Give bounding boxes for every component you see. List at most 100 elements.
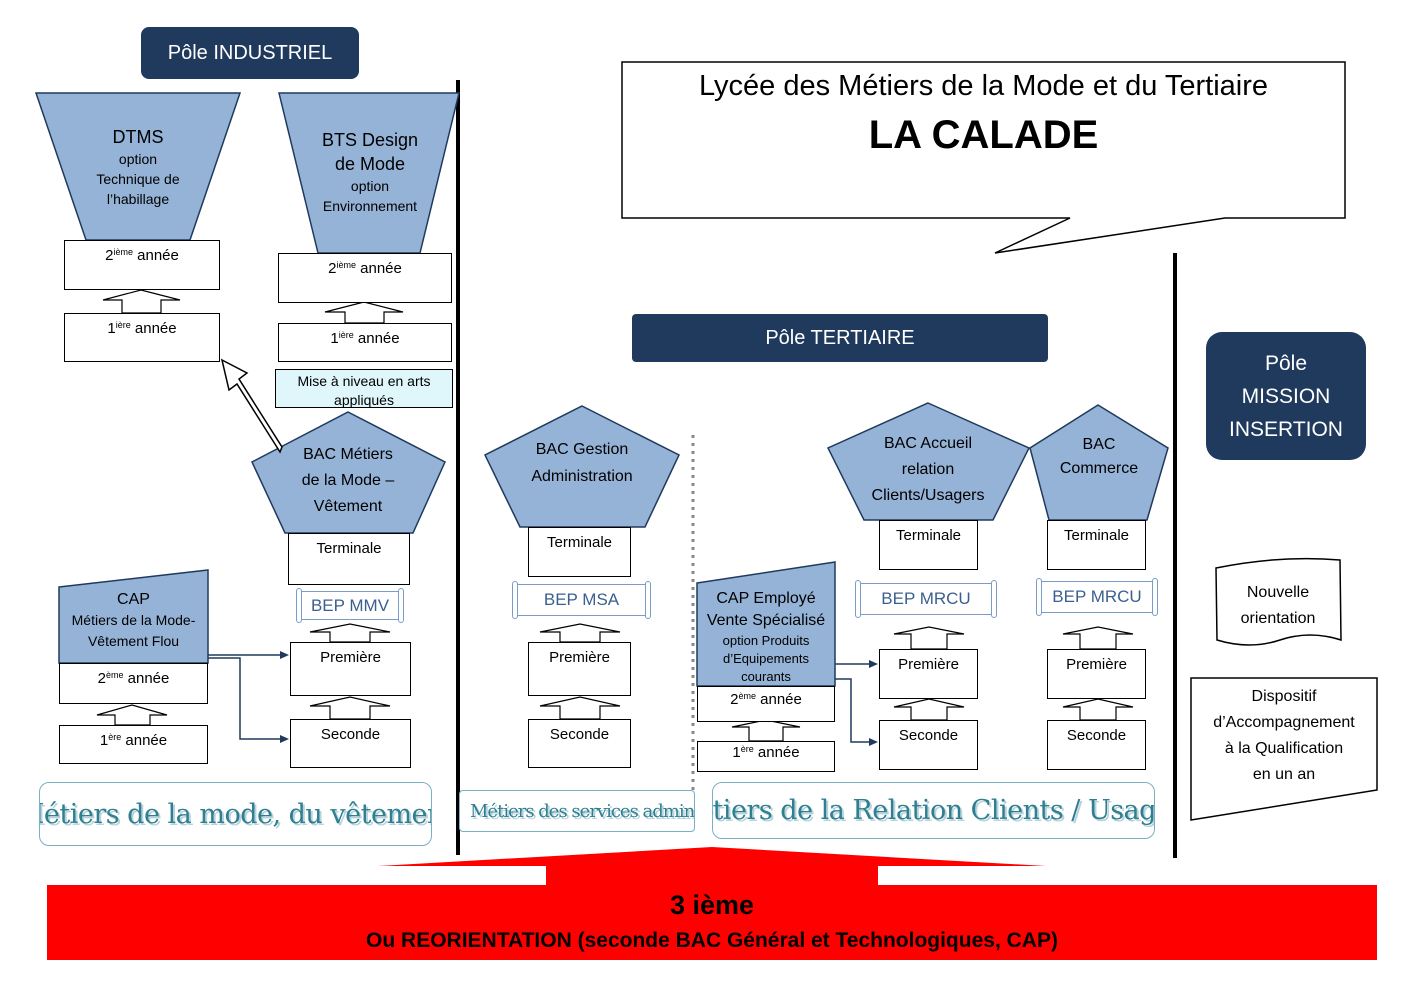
- dtms-line4: l’habillage: [106, 191, 170, 207]
- evs-year1-sup: ère: [740, 744, 754, 754]
- bac-ga-line2: Administration: [531, 468, 633, 485]
- dispositif-shape: [1190, 677, 1378, 821]
- dtms-year2-sup: ième: [113, 247, 133, 257]
- banner-services-administratifs: Métiers des services administratifs: [459, 790, 695, 832]
- com-seconde-box: Seconde: [1047, 720, 1146, 770]
- nouvelle-line2: orientation: [1240, 610, 1316, 627]
- mmv-premiere-box: Première: [290, 642, 411, 696]
- bts-year2-text: année: [355, 260, 402, 277]
- cap-year2-sup: ème: [105, 670, 124, 680]
- mmv-terminale-box: Terminale: [288, 533, 410, 585]
- cap-evs-label: CAP Employé Vente Spécialisé option Prod…: [697, 588, 835, 686]
- bac-ga-line1: BAC Gestion: [535, 441, 629, 458]
- arcu-terminale-box: Terminale: [879, 520, 978, 570]
- arcu-seconde-box: Seconde: [879, 720, 978, 770]
- com-premiere-box: Première: [1047, 649, 1146, 699]
- nouvelle-line1: Nouvelle: [1246, 584, 1310, 601]
- bts-option: option: [350, 178, 390, 194]
- dispositif-line4: en un an: [1252, 766, 1316, 783]
- footer-title: 3 ième: [669, 890, 755, 920]
- callout-shape: [621, 61, 1346, 254]
- bep-mmv-text: BEP MMV: [310, 595, 390, 615]
- cap-mode-line1: CAP: [117, 591, 150, 608]
- callout-subtitle: Lycée des Métiers de la Mode et du Terti…: [698, 70, 1269, 102]
- callout-title: LA CALADE: [868, 113, 1099, 157]
- bac-arcu-line1: BAC Accueil: [883, 435, 973, 452]
- pole-tertiaire-label: Pôle TERTIAIRE: [632, 314, 1048, 362]
- cap-mode-line2: Métiers de la Mode-: [71, 612, 196, 628]
- dispositif-label: Dispositif d’Accompagnement à la Qualifi…: [1191, 684, 1377, 788]
- bac-com-label: BAC Commerce: [1040, 433, 1158, 481]
- dtms-year1-num: 1: [107, 320, 116, 337]
- bep-msa-text: BEP MSA: [543, 590, 620, 609]
- bac-mmv-line2: de la Mode –: [301, 472, 395, 489]
- mmv-seconde-box: Seconde: [290, 719, 411, 768]
- evs-year1-text: année: [753, 744, 800, 761]
- cap-evs-option2: d’Equipements: [723, 651, 809, 666]
- cap-year2-text: année: [123, 670, 170, 687]
- cap-mode-label: CAP Métiers de la Mode- Vêtement Flou: [59, 589, 208, 652]
- bac-arcu-line2: relation: [901, 461, 955, 478]
- pole-industriel-label: Pôle INDUSTRIEL: [141, 27, 359, 79]
- pole-mission-line2: MISSION: [1241, 384, 1331, 408]
- cap-evs-option1: option Produits: [722, 633, 810, 648]
- arcu-premiere-box: Première: [879, 649, 978, 699]
- bep-mrcu-com-scroll: BEP MRCU: [1036, 578, 1158, 616]
- mise-a-niveau-box: Mise à niveau en arts appliqués: [275, 369, 453, 408]
- cap-evs-shape: [696, 561, 836, 687]
- bac-mmv-line3: Vêtement: [313, 498, 383, 515]
- bts-label: BTS Design de Mode option Environnement: [292, 128, 448, 216]
- banner-relation-clients: Métiers de la Relation Clients / Usagers: [712, 782, 1155, 839]
- ga-seconde-box: Seconde: [528, 719, 631, 768]
- dtms-year1-text: année: [130, 320, 177, 337]
- cap-year2-num: 2: [97, 670, 106, 687]
- pole-mission-line1: Pôle: [1264, 351, 1308, 375]
- ga-premiere-box: Première: [528, 642, 631, 696]
- cap-year1-sup: ère: [108, 732, 122, 742]
- evs-year1-num: 1: [732, 744, 741, 761]
- dispositif-line1: Dispositif: [1251, 688, 1317, 705]
- cap-mode-shape: [58, 569, 209, 664]
- evs-year2-sup: ème: [738, 691, 756, 701]
- bac-ga-label: BAC Gestion Administration: [502, 436, 662, 490]
- bep-msa-scroll: BEP MSA: [512, 581, 651, 619]
- nouvelle-orientation-shape: [1215, 557, 1342, 646]
- bac-com-line1: BAC: [1082, 436, 1116, 453]
- dtms-line3: Technique de: [96, 171, 180, 187]
- bts-year1-num: 1: [330, 330, 339, 347]
- dtms-year2-text: année: [132, 247, 179, 264]
- cap-evs-line1: CAP Employé: [716, 590, 816, 607]
- bac-com-line2: Commerce: [1059, 460, 1139, 477]
- dispositif-line3: à la Qualification: [1224, 740, 1344, 757]
- pole-mission-line3: INSERTION: [1229, 417, 1343, 441]
- bac-arcu-line3: Clients/Usagers: [871, 487, 985, 504]
- dtms-option: option: [118, 151, 158, 167]
- footer-subtitle: Ou REORIENTATION (seconde BAC Général et…: [366, 929, 1058, 952]
- dispositif-line2: d’Accompagnement: [1213, 714, 1355, 731]
- bep-mrcu-arcu-text: BEP MRCU: [881, 589, 971, 608]
- connector-arrows: [208, 654, 874, 743]
- cap-year1-num: 1: [99, 732, 109, 749]
- bts-title: BTS Design: [321, 130, 419, 150]
- evs-year2-num: 2: [730, 691, 739, 708]
- bts-title2: de Mode: [334, 154, 406, 174]
- bac-arcu-label: BAC Accueil relation Clients/Usagers: [848, 431, 1008, 509]
- bts-year2-num: 2: [328, 260, 337, 277]
- pole-mission-label: Pôle MISSION INSERTION: [1206, 332, 1366, 460]
- bep-mmv-scroll: BEP MMV: [296, 588, 404, 623]
- dtms-label: DTMS option Technique de l’habillage: [60, 125, 216, 209]
- bep-mrcu-com-text: BEP MRCU: [1052, 587, 1142, 606]
- bts-year1-sup: ière: [338, 330, 354, 340]
- banner-mode: Métiers de la mode, du vêtement: [39, 782, 432, 846]
- cap-evs-line2: Vente Spécialisé: [706, 612, 826, 629]
- bac-mmv-label: BAC Métiers de la Mode – Vêtement: [268, 442, 428, 520]
- cap-mode-line3: Vêtement Flou: [87, 633, 180, 649]
- dtms-title: DTMS: [112, 127, 164, 147]
- bac-mmv-line1: BAC Métiers: [303, 446, 393, 463]
